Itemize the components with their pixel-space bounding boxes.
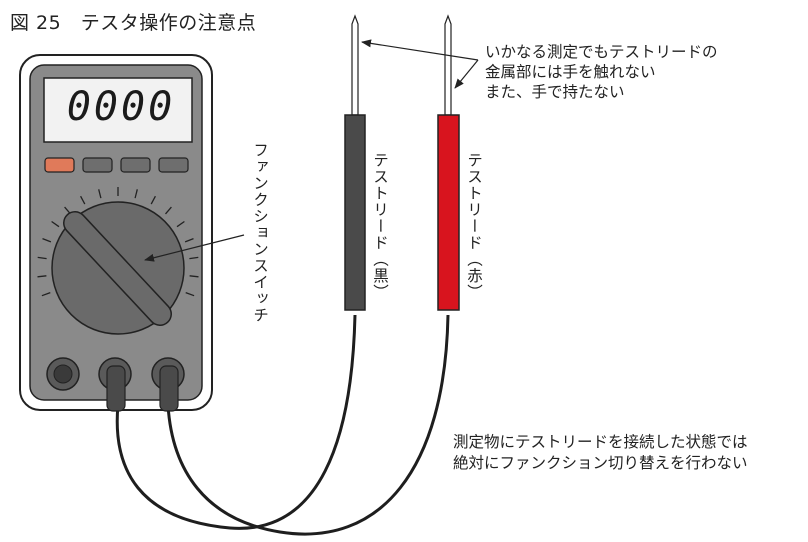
note-do-not-switch: 測定物にテストリードを接続した状態では 絶対にファンクション切り替えを行わない xyxy=(453,433,748,472)
meter-button-hold[interactable] xyxy=(44,157,75,173)
lcd-display xyxy=(43,77,193,143)
label-test-lead-red: テストリード（赤） xyxy=(465,152,483,301)
dial-tick xyxy=(176,220,185,228)
dial-scale-ticks xyxy=(37,187,199,297)
terminal-com[interactable] xyxy=(98,357,132,412)
dial-tick xyxy=(184,237,194,243)
dial-knob-bar[interactable] xyxy=(63,211,172,326)
test-lead-red[interactable] xyxy=(437,14,460,311)
black-cable xyxy=(115,314,357,530)
dial-tick xyxy=(189,275,199,278)
dial-tick xyxy=(189,256,199,260)
label-test-lead-black: テストリード（黒） xyxy=(371,152,389,301)
dial-tick xyxy=(98,189,102,199)
dial-tick xyxy=(37,275,47,278)
test-lead-black[interactable] xyxy=(344,14,366,311)
dial-tick xyxy=(134,189,138,199)
dial-tick xyxy=(37,256,47,260)
dial-tick xyxy=(51,220,60,228)
meter-button-4[interactable] xyxy=(158,157,189,173)
callout-arrow-red-probe xyxy=(454,59,479,89)
callout-arrow-dial xyxy=(144,234,245,262)
figure-title: 図 25 テスタ操作の注意点 xyxy=(10,12,257,34)
terminal-left[interactable] xyxy=(46,357,80,391)
meter-button-3[interactable] xyxy=(120,157,151,173)
probe-handle-black xyxy=(344,114,366,311)
dial-tick xyxy=(150,195,156,205)
lcd-readout: 0000 xyxy=(66,84,176,130)
note-do-not-touch: いかなる測定でもテストリードの 金属部には手を触れない また、手で持たない xyxy=(485,43,718,101)
dial-tick xyxy=(165,206,172,215)
terminal-v-ohm[interactable] xyxy=(151,357,185,412)
multimeter xyxy=(19,54,213,412)
label-function-switch: ファンクションスイッチ xyxy=(251,142,269,324)
dial-tick xyxy=(185,291,195,297)
dial-tick xyxy=(42,237,52,243)
red-cable xyxy=(166,314,450,536)
dial-tick xyxy=(41,291,51,297)
probe-handle-red xyxy=(437,114,460,311)
dial-tick xyxy=(80,195,86,205)
meter-button-2[interactable] xyxy=(82,157,113,173)
callout-arrow-black-probe xyxy=(361,39,479,61)
